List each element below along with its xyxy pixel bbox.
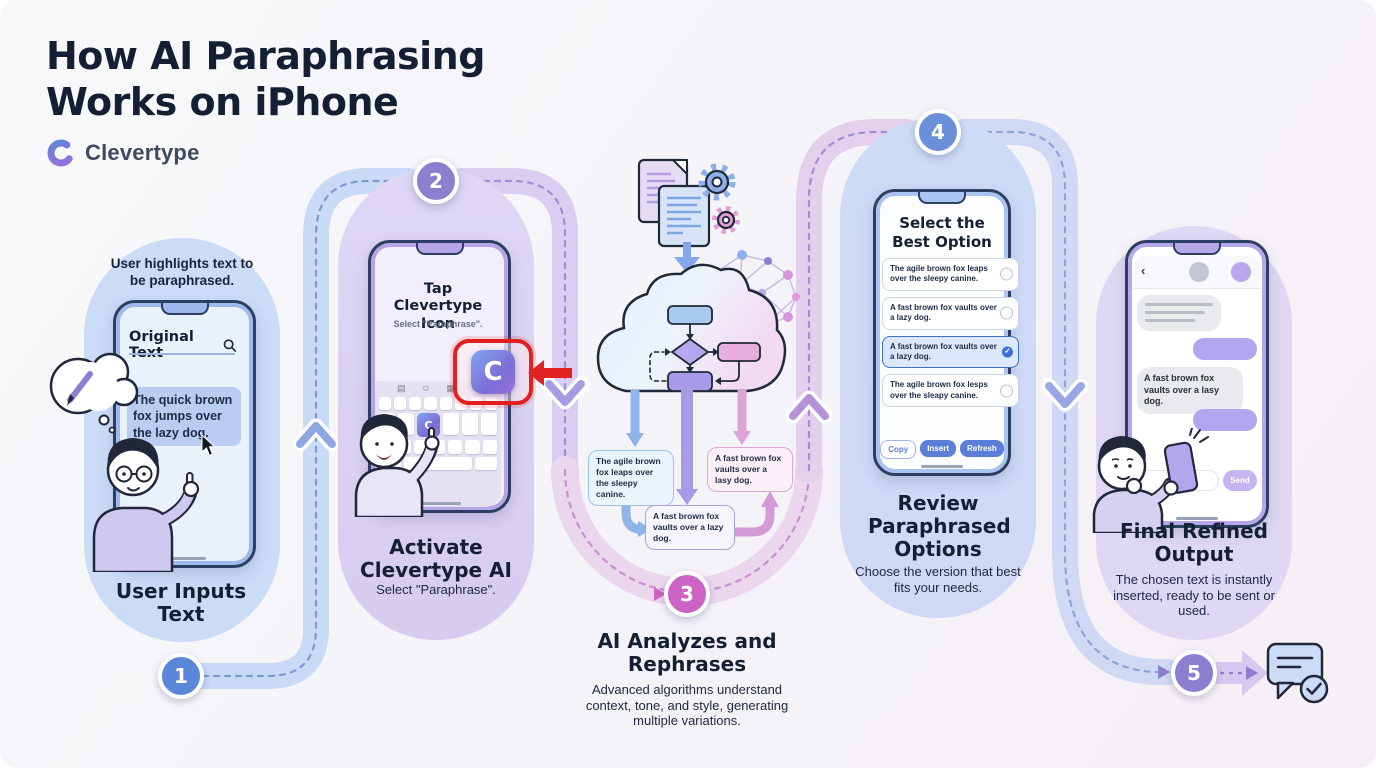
key <box>424 397 437 410</box>
held-phone <box>1163 441 1199 494</box>
search-icon[interactable] <box>223 338 237 353</box>
docs-gears-icon <box>637 158 740 248</box>
page-header: How AI Paraphrasing Works on iPhone Clev… <box>46 34 485 168</box>
back-icon[interactable]: ‹ <box>1141 263 1146 278</box>
step4-title: Review Paraphrased Options <box>868 491 1011 561</box>
radio-unchecked-icon[interactable] <box>1000 306 1013 320</box>
step2-badge: 2 <box>413 158 459 204</box>
step2-subtitle: Select "Paraphrase". <box>376 582 496 597</box>
key <box>480 413 497 435</box>
key <box>474 457 498 470</box>
phone-notch <box>415 243 464 255</box>
flowchart <box>649 305 761 392</box>
radio-checked-icon[interactable]: ✓ <box>1002 346 1013 358</box>
grid-icon[interactable]: ▤ <box>396 383 406 393</box>
radio-unchecked-icon[interactable] <box>1000 384 1013 398</box>
home-indicator <box>1176 517 1218 520</box>
red-arrow-icon <box>528 360 572 386</box>
app-icon[interactable]: C <box>471 350 515 394</box>
variation-flow-arrows <box>621 390 779 537</box>
variation-box-3: A fast brown fox vaults over a lasy dog. <box>707 447 793 493</box>
action-buttons: Copy Insert Refresh <box>880 440 1004 459</box>
message-bubble-skeleton <box>1137 295 1221 331</box>
option-card[interactable]: The agile brown fox lesps over the sleap… <box>882 374 1019 408</box>
phone-notch <box>160 303 209 315</box>
variation-box-1: The agile brown fox leaps over the sleep… <box>588 450 674 507</box>
option-card[interactable]: The agile brown fox leaps over the sleep… <box>882 258 1019 291</box>
brand-name: Clevertype <box>85 140 200 166</box>
option-card[interactable]: A fast brown fox vaults over a lazy dog. <box>882 296 1019 330</box>
phone2-subheading: Select "Paraphrase". <box>393 319 483 329</box>
person-1-illustration <box>49 352 200 572</box>
step1-title: User Inputs Text <box>115 579 247 626</box>
step5-title: Final Refined Output <box>1120 519 1268 566</box>
home-indicator <box>921 465 963 468</box>
step4-badge: 4 <box>915 109 961 155</box>
key <box>394 397 407 410</box>
step3-title: AI Analyzes and Rephrases <box>597 629 777 676</box>
sticker-icon[interactable]: ▦ <box>446 383 456 393</box>
person-3-illustration <box>1092 428 1209 533</box>
step4-phone-mockup: Select the Best Option The agile brown f… <box>873 189 1019 476</box>
clevertype-icon-callout[interactable]: C <box>453 339 533 405</box>
step3-subtitle: Advanced algorithms understand context, … <box>585 682 789 729</box>
key <box>482 440 497 454</box>
message-bubble-sent <box>1193 409 1257 431</box>
clevertype-logo-icon <box>47 139 75 167</box>
thought-bubble-icon <box>49 352 139 434</box>
emoji-icon[interactable]: ☺ <box>421 383 431 393</box>
step1-caption: User highlights text to be paraphrased. <box>110 256 254 288</box>
divider <box>129 353 235 355</box>
home-indicator <box>163 557 206 560</box>
cursor-icon <box>201 435 216 457</box>
avatar <box>1189 262 1209 282</box>
key <box>442 413 459 435</box>
key <box>448 440 463 454</box>
radio-unchecked-icon[interactable] <box>1000 267 1013 281</box>
key <box>465 440 480 454</box>
phone-notch <box>918 192 966 204</box>
step5-subtitle: The chosen text is instantly inserted, r… <box>1113 572 1275 619</box>
arrow-down-icon <box>674 242 700 273</box>
phone2-heading: Tap Clevertype Icon <box>393 281 483 332</box>
phone4-heading: Select the Best Option <box>892 214 992 251</box>
option-card-selected[interactable]: A fast brown fox vaults over a lazy dog.… <box>882 335 1019 369</box>
chat-check-icon <box>1266 642 1329 704</box>
pencil-icon <box>67 371 93 403</box>
copy-button[interactable]: Copy <box>880 440 917 459</box>
page-title: How AI Paraphrasing Works on iPhone <box>46 34 485 124</box>
send-button[interactable]: Send <box>1223 470 1257 491</box>
person-2-illustration <box>354 414 440 517</box>
chat-header: ‹ <box>1133 256 1261 289</box>
step3-badge: 3 <box>664 571 710 617</box>
message-bubble-text: A fast brown fox vaults over a lasy dog. <box>1137 367 1243 415</box>
home-indicator <box>418 502 461 505</box>
person-1 <box>92 438 200 572</box>
gear-pink-icon <box>712 206 740 234</box>
insert-button[interactable]: Insert <box>920 440 956 457</box>
step5-phone-mockup: ‹ A fast brown fox vaults over a lasy do… <box>1125 240 1269 528</box>
step1-badge: 1 <box>158 653 204 699</box>
step2-title: Activate Clevertype AI <box>360 535 512 582</box>
avatar <box>1231 262 1251 282</box>
highlighted-text[interactable]: The quick brown fox jumps over the lazy … <box>127 387 241 446</box>
key <box>379 397 392 410</box>
key <box>461 413 478 435</box>
brand-logo: Clevertype <box>46 138 485 168</box>
variation-box-2: A fast brown fox vaults over a lazy dog. <box>645 505 735 551</box>
step4-subtitle: Choose the version that best fits your n… <box>855 564 1021 595</box>
key <box>439 397 452 410</box>
message-bubble-sent <box>1193 338 1257 360</box>
refresh-button[interactable]: Refresh <box>960 440 1004 457</box>
key <box>409 397 422 410</box>
options-list: The agile brown fox leaps over the sleep… <box>882 258 1019 413</box>
ai-cloud-diagram <box>596 250 800 393</box>
phone-notch <box>1173 243 1221 255</box>
step5-badge: 5 <box>1171 650 1217 696</box>
gear-blue-icon <box>698 163 736 201</box>
